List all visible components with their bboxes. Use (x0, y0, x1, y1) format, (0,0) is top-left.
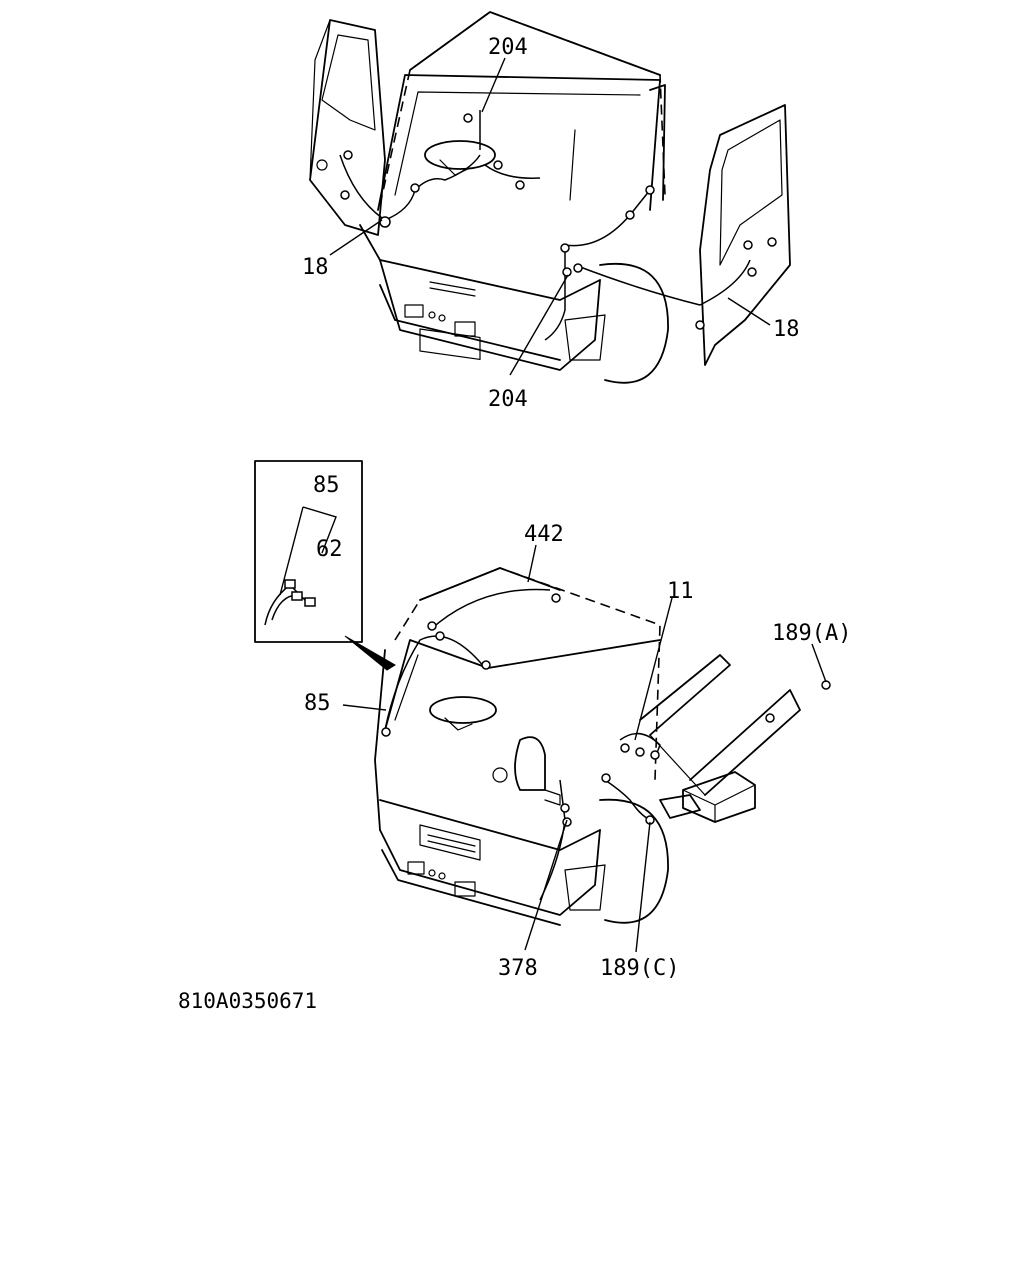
callout-204-bottom: 204 (488, 387, 528, 412)
inset-callout-62: 62 (316, 537, 343, 562)
callout-189a: 189(A) (772, 621, 851, 646)
inset-box (254, 460, 363, 643)
inset-callout-85: 85 (313, 473, 340, 498)
callout-85: 85 (304, 691, 331, 716)
callout-378: 378 (498, 956, 538, 981)
lower-cab-drawing (342, 544, 831, 953)
callout-18-right: 18 (773, 317, 800, 342)
callout-204-top: 204 (488, 35, 528, 60)
drawing-code: 810A0350671 (178, 989, 317, 1013)
upper-cab-drawing (309, 11, 791, 384)
callout-18-left: 18 (302, 255, 329, 280)
callout-442: 442 (524, 522, 564, 547)
callout-11: 11 (667, 579, 694, 604)
direction-arrow (344, 635, 396, 671)
callout-189c: 189(C) (600, 956, 679, 981)
